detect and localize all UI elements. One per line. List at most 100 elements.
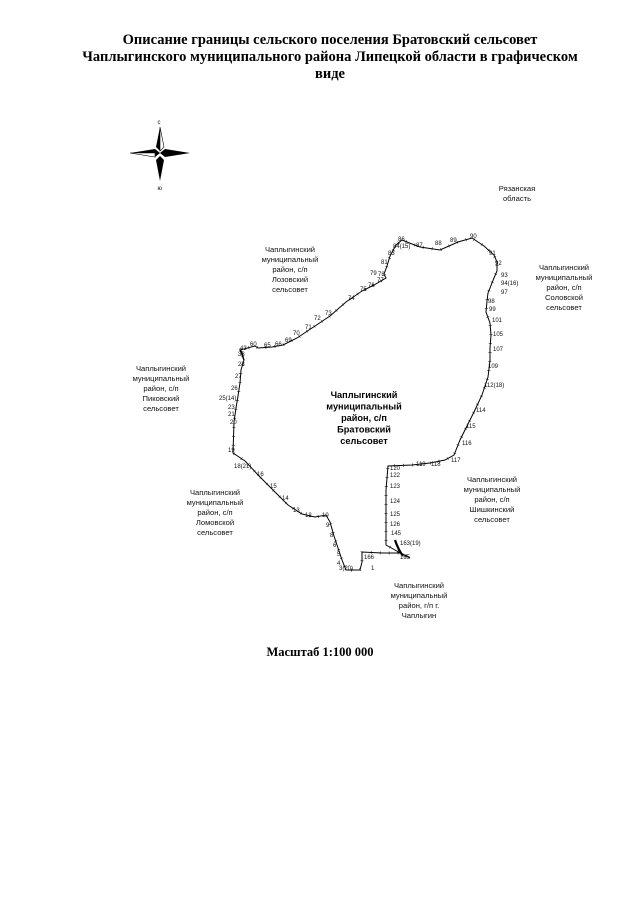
- boundary-tick: [343, 565, 347, 568]
- boundary-point-label: 33: [238, 352, 245, 358]
- boundary-point-label: 60: [250, 342, 257, 348]
- boundary-tick: [282, 343, 285, 347]
- boundary-point-label: 123: [390, 484, 401, 490]
- boundary-point-label: 12: [305, 513, 312, 519]
- boundary-point-label: 119: [416, 462, 426, 468]
- boundary-point-label: 13: [293, 508, 300, 514]
- boundary-tick: [493, 255, 497, 258]
- boundary-point-label: 109: [488, 364, 499, 370]
- title-line-2: Чаплыгинского муниципального района Липе…: [82, 49, 578, 65]
- boundary-tick: [278, 495, 282, 499]
- boundary-point-label: 26: [231, 386, 238, 392]
- boundary-point-label: 122: [390, 473, 401, 479]
- boundary-tick: [341, 303, 345, 306]
- boundary-point-label: 15: [270, 484, 277, 490]
- boundary-point-label: 99: [489, 307, 496, 313]
- boundary-tick: [405, 554, 408, 558]
- boundary-point-label: 69: [285, 338, 292, 344]
- boundary-tick: [335, 309, 338, 312]
- compass-south-label: ю: [158, 186, 163, 192]
- boundary-tick: [328, 314, 331, 318]
- boundary-tick: [232, 452, 236, 456]
- boundary-point-label: 163(19): [400, 541, 421, 547]
- boundary-point-label: 21: [228, 412, 235, 418]
- boundary-point-label: 97: [501, 290, 508, 296]
- boundary-point-label: 79: [370, 271, 377, 277]
- boundary-point-label: 120: [390, 466, 401, 472]
- boundary-tick: [305, 329, 309, 333]
- boundary-tick: [298, 334, 301, 338]
- boundary-tick: [382, 274, 387, 276]
- boundary-tick: [456, 240, 459, 244]
- boundary-point-label: 75: [360, 287, 367, 293]
- boundary-point-label: 118: [431, 462, 441, 468]
- boundary-tick: [328, 523, 333, 525]
- boundary-point-label: 43: [240, 346, 247, 352]
- boundary-tick: [486, 316, 490, 318]
- boundary-tick: [240, 364, 245, 366]
- boundary-point-label: 1: [371, 566, 375, 572]
- boundary-tick: [487, 289, 491, 292]
- boundary-outline: [231, 237, 499, 572]
- boundary-tick: [448, 244, 451, 248]
- boundary-tick: [440, 248, 442, 252]
- boundary-point-label: 74: [348, 296, 355, 302]
- boundary-tick: [413, 243, 416, 247]
- boundary-tick: [325, 514, 329, 517]
- boundary-tick: [438, 459, 440, 463]
- boundary-point-label: 145: [391, 531, 402, 537]
- boundary-point-label: 84(15): [393, 244, 410, 250]
- boundary-point-label: 70: [293, 331, 300, 337]
- boundary-tick: [479, 395, 483, 398]
- boundary-point-label: 9: [326, 523, 330, 529]
- boundary-point-label: 23: [228, 405, 235, 411]
- boundary-tick: [387, 257, 392, 259]
- boundary-point-label: 20: [230, 420, 237, 426]
- boundary-tick: [372, 283, 375, 287]
- boundary-point-label: 5: [337, 552, 341, 558]
- boundary-point-label: 98: [488, 299, 495, 305]
- boundary-tick: [465, 238, 467, 242]
- boundary-tick: [360, 551, 364, 553]
- boundary-point-label: 87: [416, 243, 423, 249]
- boundary-point-label: 165: [400, 555, 411, 561]
- boundary-tick: [339, 557, 344, 560]
- boundary-point-label: 8: [330, 533, 334, 539]
- boundary-tick: [292, 506, 295, 510]
- boundary-tick: [404, 554, 407, 558]
- compass-north-label: с: [158, 120, 161, 126]
- boundary-tick: [308, 514, 311, 518]
- boundary-tick: [464, 427, 468, 430]
- boundary-tick: [253, 469, 256, 473]
- boundary-point-label: 10: [322, 513, 329, 519]
- boundary-point-label: 115: [466, 424, 476, 430]
- boundary-point-label: 114: [476, 408, 486, 414]
- boundary-point-label: 124: [390, 499, 401, 505]
- boundary-tick: [396, 549, 399, 554]
- compass-rose-icon: с ю: [129, 120, 190, 192]
- boundary-point-label: 116: [462, 441, 472, 447]
- boundary-tick: [446, 457, 449, 461]
- page-title: Описание границы сельского поселения Бра…: [40, 32, 620, 83]
- boundary-tick: [235, 399, 239, 401]
- boundary-tick: [468, 419, 472, 422]
- boundary-tick: [240, 457, 243, 461]
- boundary-point-label: 73: [325, 311, 332, 317]
- boundary-point-label: 28: [238, 362, 245, 368]
- boundary-tick: [359, 568, 362, 572]
- boundary-point-label: 166: [364, 555, 375, 561]
- boundary-point-label: 6: [333, 543, 337, 549]
- boundary-tick: [388, 545, 391, 549]
- boundary-tick: [274, 344, 276, 349]
- boundary-tick: [299, 511, 302, 515]
- title-line-1: Описание границы сельского поселения Бра…: [122, 32, 538, 48]
- boundary-tick: [460, 435, 464, 438]
